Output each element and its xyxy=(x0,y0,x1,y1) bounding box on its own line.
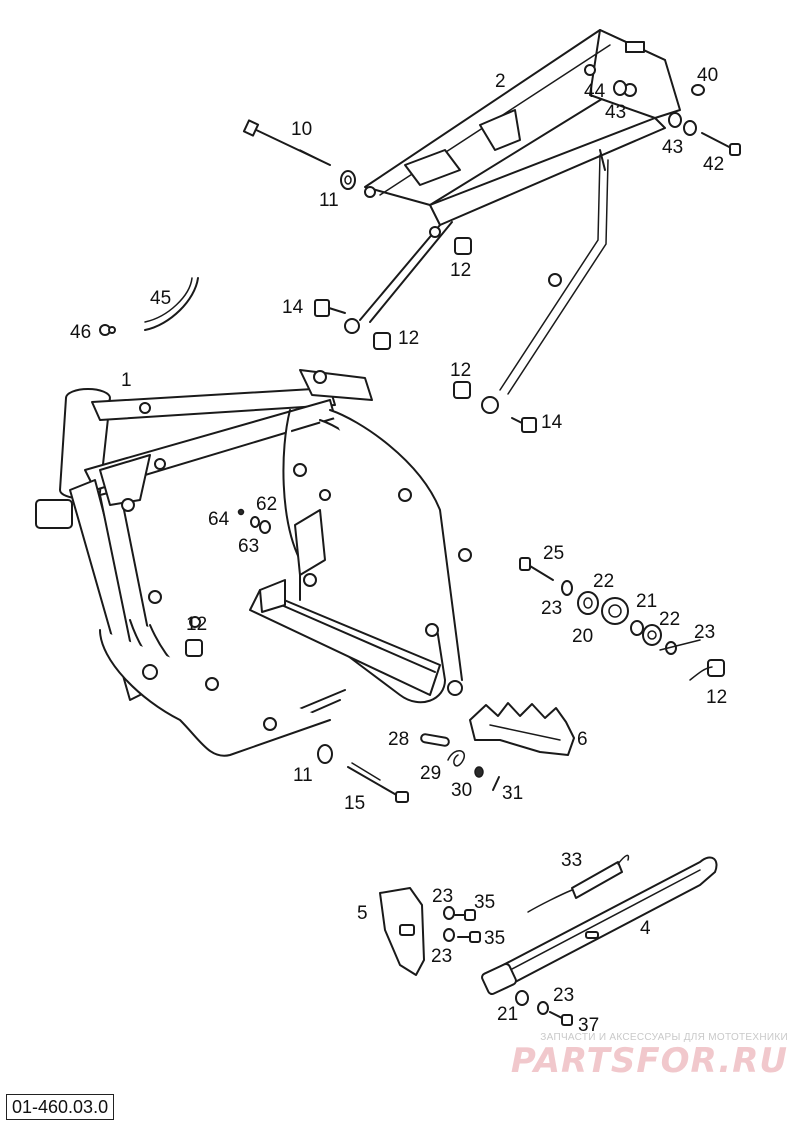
bushing-21-upper xyxy=(630,620,644,636)
callout-37: 37 xyxy=(578,1015,599,1036)
washer-11-upper xyxy=(340,170,356,190)
bushing-22-upper xyxy=(577,591,599,615)
callout-15: 15 xyxy=(344,793,365,814)
side-stand-part-4 xyxy=(481,856,718,995)
callout-63: 63 xyxy=(238,536,259,557)
callout-64: 64 xyxy=(208,509,230,530)
spacer-63 xyxy=(250,516,260,528)
callout-40: 40 xyxy=(697,65,718,86)
callout-12: 12 xyxy=(450,360,471,381)
callout-23: 23 xyxy=(431,946,452,967)
callout-46: 46 xyxy=(70,322,91,343)
callout-23: 23 xyxy=(553,985,574,1006)
cotter-pin-31 xyxy=(492,776,500,791)
nut-12-upper xyxy=(454,237,472,255)
bolt-25 xyxy=(519,557,554,581)
callout-5: 5 xyxy=(357,903,368,924)
callout-22: 22 xyxy=(593,571,614,592)
callout-25: 25 xyxy=(543,543,564,564)
bolt-37 xyxy=(549,1011,573,1026)
callout-29: 29 xyxy=(420,763,441,784)
callout-33: 33 xyxy=(561,850,582,871)
washer-23-bracket-upper xyxy=(443,906,455,920)
callout-22: 22 xyxy=(659,609,680,630)
callout-30: 30 xyxy=(451,780,472,801)
diagram-code-label: 01-460.03.0 xyxy=(6,1094,115,1120)
washer-43 xyxy=(668,112,697,136)
callout-21: 21 xyxy=(636,591,657,612)
pin-28 xyxy=(420,733,450,747)
callout-23: 23 xyxy=(432,886,453,907)
callout-45: 45 xyxy=(150,288,171,309)
callout-23: 23 xyxy=(694,622,715,643)
fitting-46 xyxy=(99,324,116,336)
callout-14: 14 xyxy=(282,297,304,318)
nut-12-mid xyxy=(373,332,391,350)
sleeve-20 xyxy=(601,597,629,625)
callout-21: 21 xyxy=(497,1004,518,1025)
callout-62: 62 xyxy=(256,494,277,515)
hose-45 xyxy=(144,277,199,331)
nut-12-pivot xyxy=(689,659,725,681)
bolt-42 xyxy=(701,132,741,156)
callout-35: 35 xyxy=(484,928,505,949)
callout-1: 1 xyxy=(121,370,132,391)
bracket-part-5 xyxy=(379,887,425,976)
callout-43: 43 xyxy=(662,137,683,158)
bolt-14-lower xyxy=(511,417,537,433)
callout-28: 28 xyxy=(388,729,409,750)
callout-12: 12 xyxy=(706,687,727,708)
callout-2: 2 xyxy=(495,71,506,92)
spring-29 xyxy=(447,750,465,767)
bushing-22-lower xyxy=(642,624,662,646)
bushing-21-stand xyxy=(515,990,529,1006)
callout-12: 12 xyxy=(450,260,471,281)
washer-23-upper xyxy=(561,580,573,596)
nut-12-lower xyxy=(453,381,471,399)
nut-12-frame xyxy=(185,639,203,657)
bolt-10 xyxy=(242,119,331,166)
washer-23-bracket-lower xyxy=(443,928,455,942)
bolt-14-upper xyxy=(314,299,346,317)
callout-23: 23 xyxy=(541,598,562,619)
watermark: ЗАПЧАСТИ И АКСЕССУАРЫ ДЛЯ МОТОТЕХНИКИ PA… xyxy=(488,1032,788,1081)
callout-11: 11 xyxy=(293,765,313,786)
subframe-part-2 xyxy=(344,29,681,414)
spring-33 xyxy=(527,854,630,913)
washer-62 xyxy=(259,520,271,534)
washer-30 xyxy=(474,766,484,778)
footrest-part-6 xyxy=(469,702,575,756)
callout-43: 43 xyxy=(605,102,626,123)
bolt-35-lower xyxy=(457,931,481,943)
main-frame-part-1 xyxy=(35,369,472,757)
bolt-64 xyxy=(237,508,245,516)
watermark-logo: PARTSFOR.RU xyxy=(510,1041,788,1081)
callout-31: 31 xyxy=(502,783,523,804)
callout-42: 42 xyxy=(703,154,724,175)
washer-23-lower xyxy=(659,639,701,655)
watermark-tagline: ЗАПЧАСТИ И АКСЕССУАРЫ ДЛЯ МОТОТЕХНИКИ xyxy=(540,1032,788,1043)
washer-11-lower xyxy=(317,744,333,764)
callout-6: 6 xyxy=(577,729,588,750)
callout-12: 12 xyxy=(398,328,419,349)
callout-11: 11 xyxy=(319,190,339,211)
bolt-15 xyxy=(347,762,409,803)
callout-20: 20 xyxy=(572,626,593,647)
callout-14: 14 xyxy=(541,412,563,433)
callout-4: 4 xyxy=(640,918,651,939)
washer-23-stand xyxy=(537,1001,549,1015)
washer-44 xyxy=(613,80,627,96)
callout-35: 35 xyxy=(474,892,495,913)
callout-12: 12 xyxy=(186,614,207,635)
callout-44: 44 xyxy=(584,81,606,102)
nut-40 xyxy=(691,84,705,96)
callout-10: 10 xyxy=(291,119,312,140)
bolt-35-upper xyxy=(454,909,476,921)
